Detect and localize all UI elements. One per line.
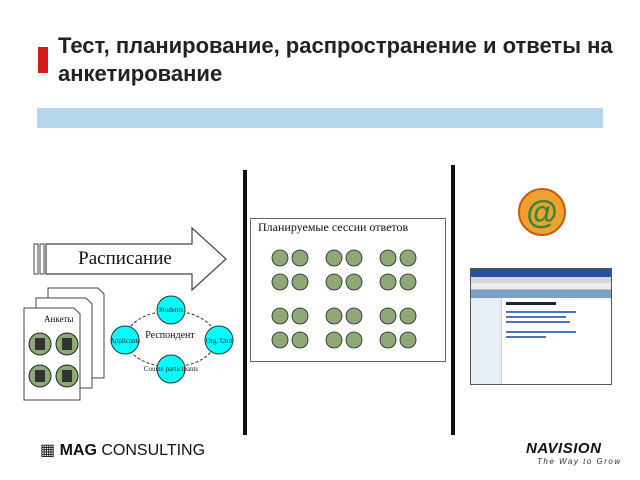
- separator-left: [243, 170, 247, 435]
- node-students: [156, 295, 186, 325]
- schedule-arrow: [33, 226, 227, 292]
- title-accent-bar: [38, 47, 48, 73]
- session-respondent-icon: [271, 249, 289, 267]
- mag-consulting-logo: ▦ MAG CONSULTING: [40, 442, 206, 459]
- node-label-applicants: Applicants: [110, 337, 141, 345]
- session-respondent-icon: [325, 273, 343, 291]
- respondent-cycle: Students Applicants Org. Unit Course par…: [110, 295, 234, 384]
- session-respondent-icon: [379, 307, 397, 325]
- header-band: [37, 108, 603, 128]
- navision-tagline: The Way to Grow: [537, 457, 622, 466]
- node-course-participants: [156, 354, 186, 384]
- session-grid: [271, 249, 417, 349]
- svg-text:@: @: [526, 194, 557, 230]
- session-respondent-icon: [271, 273, 289, 291]
- session-respondent-icon: [379, 249, 397, 267]
- node-label-students: Students: [159, 306, 183, 314]
- email-at-icon: @: [518, 188, 566, 236]
- session-respondent-icon: [345, 331, 363, 349]
- session-respondent-icon: [325, 249, 343, 267]
- separator-right: [451, 165, 455, 435]
- session-respondent-icon: [399, 249, 417, 267]
- sessions-label: Планируемые сессии ответов: [258, 220, 409, 234]
- browser-window-image: [470, 268, 612, 385]
- session-respondent-icon: [379, 331, 397, 349]
- session-respondent-icon: [291, 307, 309, 325]
- logo-icon: ▦: [40, 442, 60, 459]
- session-respondent-icon: [291, 249, 309, 267]
- navision-logo: NAVISION: [526, 440, 602, 457]
- node-org-unit: [204, 325, 234, 355]
- session-respondent-icon: [345, 273, 363, 291]
- session-respondent-icon: [291, 273, 309, 291]
- respondent-label: Респондент: [145, 330, 195, 341]
- session-respondent-icon: [291, 331, 309, 349]
- node-label-course: Course participants: [144, 365, 199, 373]
- session-respondent-icon: [399, 307, 417, 325]
- session-respondent-icon: [325, 331, 343, 349]
- schedule-label: Расписание: [78, 248, 172, 269]
- session-respondent-icon: [399, 331, 417, 349]
- node-label-org-unit: Org. Unit: [206, 337, 233, 345]
- session-respondent-icon: [271, 307, 289, 325]
- session-respondent-icon: [345, 249, 363, 267]
- questionnaires-label: Анкеты: [44, 314, 74, 324]
- session-respondent-icon: [399, 273, 417, 291]
- questionnaire-stack: [23, 287, 105, 401]
- node-applicants: [110, 325, 140, 355]
- slide-title: Тест, планирование, распространение и от…: [58, 33, 613, 86]
- session-respondent-icon: [345, 307, 363, 325]
- session-respondent-icon: [325, 307, 343, 325]
- session-respondent-icon: [271, 331, 289, 349]
- session-respondent-icon: [379, 273, 397, 291]
